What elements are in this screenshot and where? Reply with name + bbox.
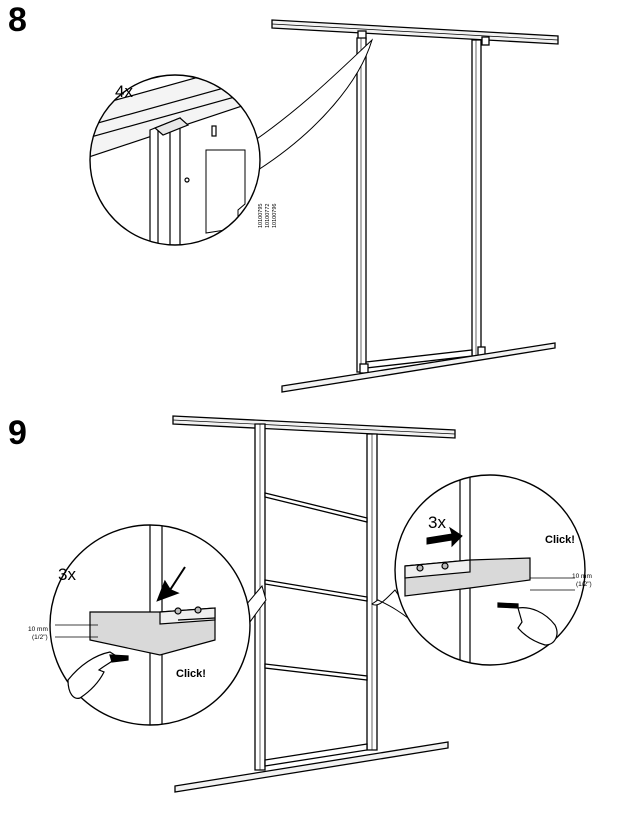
step9-right-quantity-label: 3x	[428, 513, 446, 532]
step-number-9: 9	[8, 414, 27, 452]
step8-frame	[271, 19, 559, 393]
step9-right-measure-mm: 10 mm	[572, 573, 592, 580]
step9-right-push-arrow	[426, 526, 463, 548]
step-number-8: 8	[8, 1, 27, 39]
step9-left-click-label: Click!	[176, 668, 206, 680]
step9-left-measure-lines	[55, 624, 98, 638]
step9-left-measure-mm: 10 mm	[28, 626, 48, 633]
step8-part-number-2: 10100772	[265, 203, 271, 228]
step8-quantity-label: 4x	[115, 82, 133, 101]
step9-left-detail-circle	[50, 525, 250, 725]
step8-detail-circle	[90, 75, 260, 245]
step9-right-hand-icon	[497, 602, 558, 646]
step8-part-number-1: 10100795	[258, 203, 264, 228]
step9-right-detail-circle	[395, 475, 585, 665]
step9-right-measure-lines	[530, 577, 575, 591]
step9-left-hand-icon	[67, 651, 129, 699]
step8-part-number-3: 10100796	[272, 203, 278, 228]
step9-left-press-arrow	[156, 566, 186, 602]
step9-left-measure-in: (1/2")	[32, 634, 48, 641]
step9-left-quantity-label: 3x	[58, 565, 76, 584]
step9-right-click-label: Click!	[545, 534, 575, 546]
step8-callout-wedge	[247, 38, 374, 171]
step9-right-measure-in: (1/2")	[576, 581, 592, 588]
